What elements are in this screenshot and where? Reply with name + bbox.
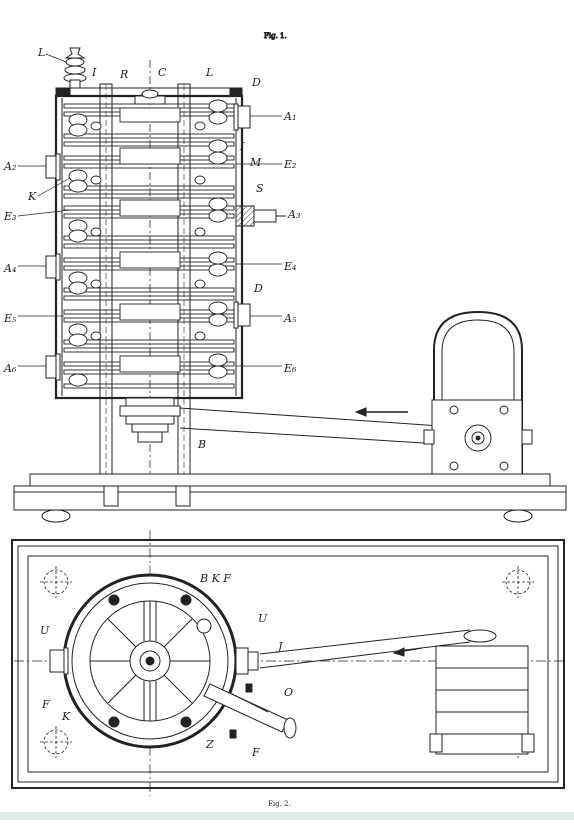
plan-belt-arrow — [392, 647, 423, 657]
label-I-right: I — [239, 140, 245, 153]
fig1-labels: L I R C L D A₁ I A₂ M E₂ K S E₃ A₃ A₄ E₄… — [3, 46, 300, 451]
label-M: M — [249, 156, 262, 169]
label-E6: E₆ — [283, 362, 297, 375]
drive-belt-bottom — [179, 427, 441, 445]
base-plan-outer — [11, 539, 565, 789]
label-A3: A₃ — [287, 208, 300, 221]
fig2-labels: U B K F U J F K O Z F Fig. 2. — [40, 572, 293, 808]
label-J: J — [276, 640, 283, 653]
label-L-top: L — [37, 46, 45, 59]
figure-1: Fig. 1. — [13, 32, 567, 523]
label-I-left: I — [91, 66, 97, 79]
label-U-left: U — [40, 624, 50, 637]
lid-clamp-right — [229, 87, 243, 97]
label-D-top: D — [251, 76, 261, 89]
belt-arrow — [354, 407, 408, 417]
label-D-mid: D — [253, 282, 263, 295]
label-B: B — [197, 438, 206, 451]
label-E5: E₅ — [3, 312, 17, 325]
figure-2 — [11, 530, 566, 796]
base-plan-inner — [27, 555, 549, 773]
label-F-left: F — [41, 698, 50, 711]
fig1-caption: Fig. 1. — [264, 32, 287, 40]
label-A1: A₁ — [283, 110, 296, 123]
spark-plug-s — [235, 205, 286, 227]
label-E3: E₃ — [3, 210, 16, 223]
label-U-right: U — [258, 612, 268, 625]
label-K: K — [27, 190, 37, 203]
label-F-bottom: F — [251, 746, 260, 759]
nozzles-right — [233, 103, 251, 329]
plan-belt-bottom — [259, 641, 471, 669]
base-plan-mid — [17, 545, 559, 783]
label-O: O — [284, 686, 293, 699]
label-K-plan: K — [61, 710, 71, 723]
label-E2: E₂ — [283, 158, 296, 171]
base-plate — [13, 473, 567, 523]
label-S: S — [256, 182, 264, 195]
label-E4: E₄ — [283, 260, 296, 273]
label-L-right: L — [205, 66, 213, 79]
fig2-caption: Fig. 2. — [268, 800, 291, 808]
label-Z: Z — [205, 738, 214, 751]
lower-pulley — [119, 397, 181, 443]
electrode-stack — [63, 99, 235, 389]
label-R: R — [119, 68, 128, 81]
bottom-band — [0, 812, 574, 820]
plan-belt-top — [259, 629, 471, 655]
nozzles-left — [45, 153, 61, 381]
terminal-insulator-top — [63, 47, 87, 89]
lid-clamp-left — [55, 87, 71, 97]
label-A2: A₂ — [3, 160, 16, 173]
drive-belt-top — [179, 407, 441, 427]
motor-frame — [423, 310, 533, 475]
label-A4: A₄ — [3, 262, 16, 275]
motor-plan — [429, 629, 535, 755]
label-A5: A₅ — [283, 312, 297, 325]
label-BKF: B K F — [199, 572, 231, 585]
plan-nozzles — [49, 647, 259, 675]
label-A6: A₆ — [3, 362, 17, 375]
cylinder-top-view — [62, 573, 238, 749]
label-C: C — [158, 66, 167, 79]
spark-plug-o — [203, 683, 297, 739]
